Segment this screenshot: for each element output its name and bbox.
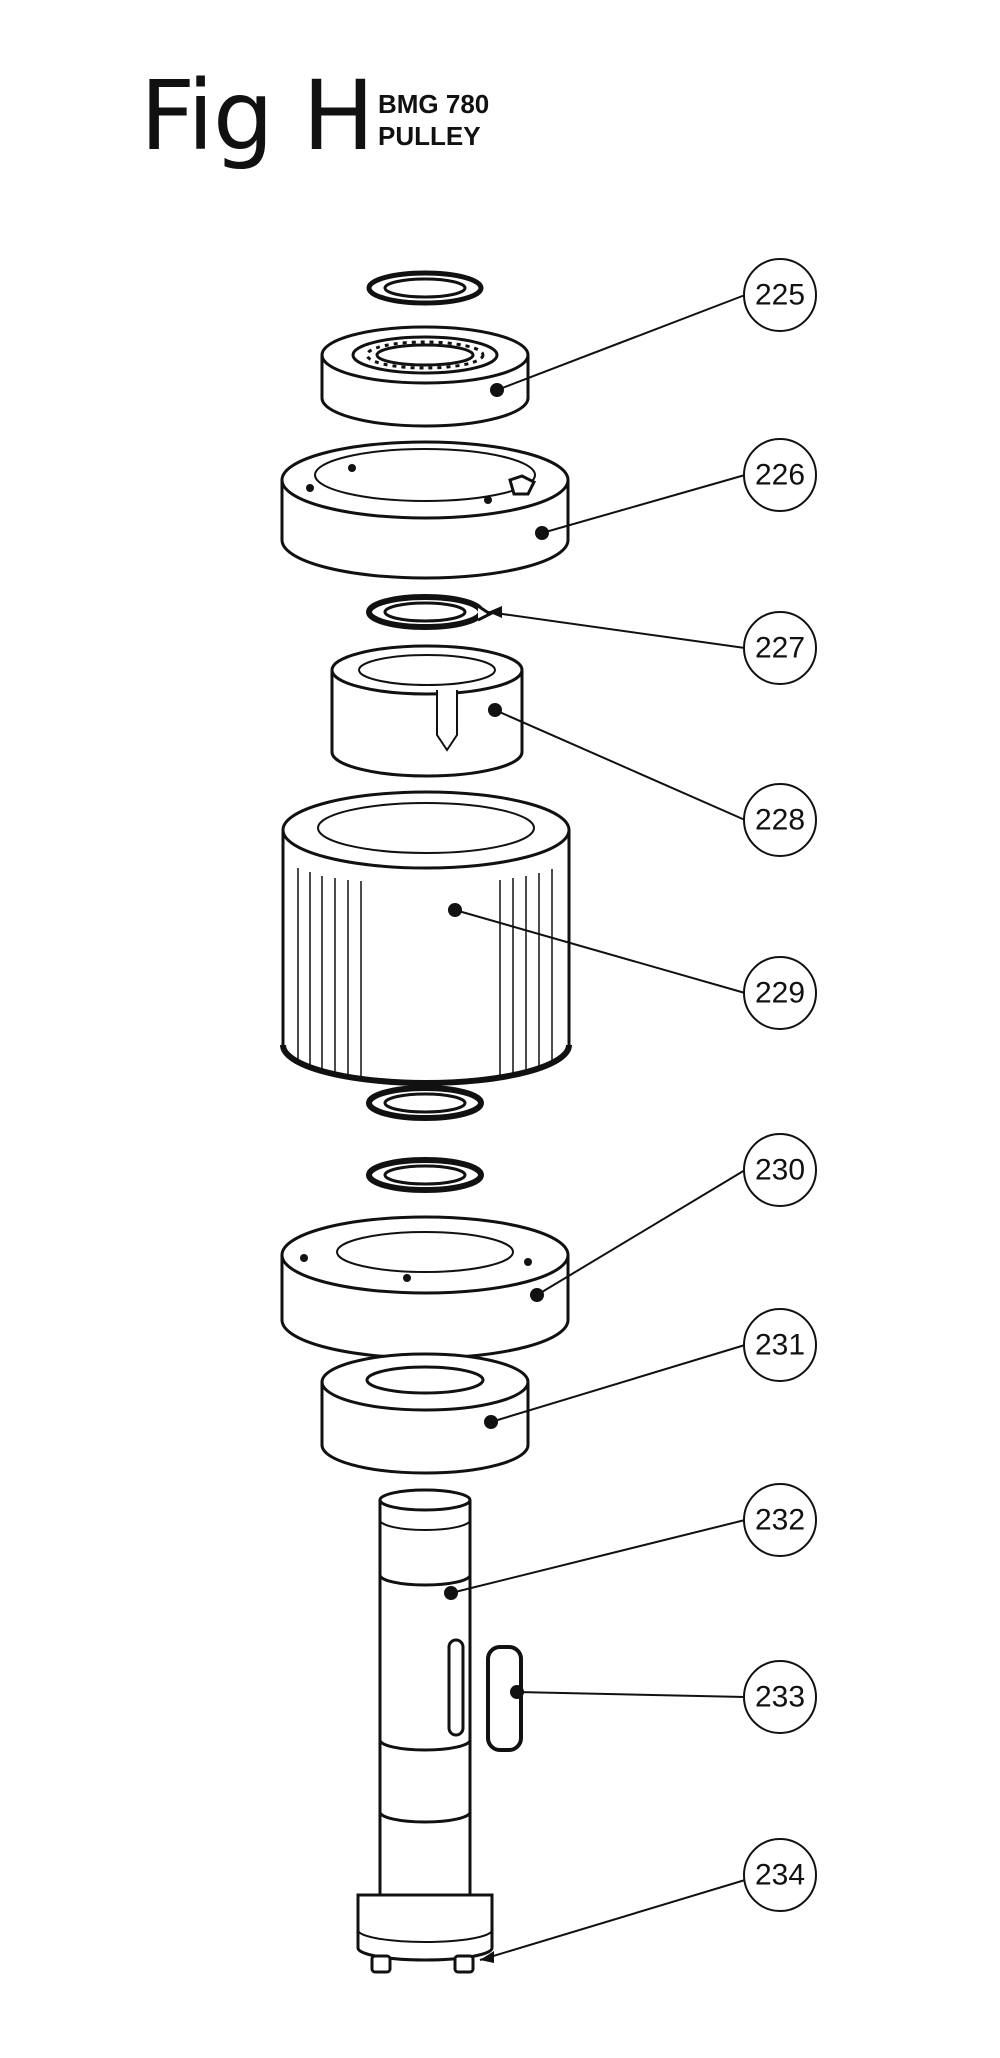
figure-title: Fig H [140, 60, 375, 172]
callout-226: 226 [755, 459, 805, 492]
part-225-bearing [320, 325, 530, 428]
part-231-bearing [320, 1352, 530, 1475]
arrow-234 [480, 1951, 494, 1963]
leader-dots [444, 383, 549, 1699]
snap-ring-top [366, 270, 484, 306]
callout-228: 228 [755, 804, 805, 837]
figure-subtitle: BMG 780 PULLEY [378, 88, 489, 152]
leader-lines [450, 294, 746, 1961]
callout-232: 232 [755, 1504, 805, 1537]
callout-234: 234 [755, 1859, 805, 1892]
model-label: BMG 780 [378, 89, 490, 119]
callout-231: 231 [755, 1329, 805, 1362]
callouts [743, 258, 817, 1912]
callout-229: 229 [755, 977, 805, 1010]
part-230-housing [280, 1215, 570, 1360]
part-232-shaft [356, 1488, 494, 1974]
part-226-housing [280, 440, 570, 580]
spacer-ring-1 [366, 1085, 484, 1121]
callout-227: 227 [755, 632, 805, 665]
callout-230: 230 [755, 1154, 805, 1187]
part-227-snap-ring [366, 594, 493, 630]
part-233-key [486, 1645, 523, 1752]
assembly-label: PULLEY [378, 121, 481, 151]
callout-225: 225 [755, 279, 805, 312]
part-229-pulley [280, 790, 572, 1086]
callout-233: 233 [755, 1681, 805, 1714]
part-228-hub [330, 644, 524, 778]
spacer-ring-2 [366, 1157, 484, 1193]
arrow-227 [488, 606, 502, 618]
